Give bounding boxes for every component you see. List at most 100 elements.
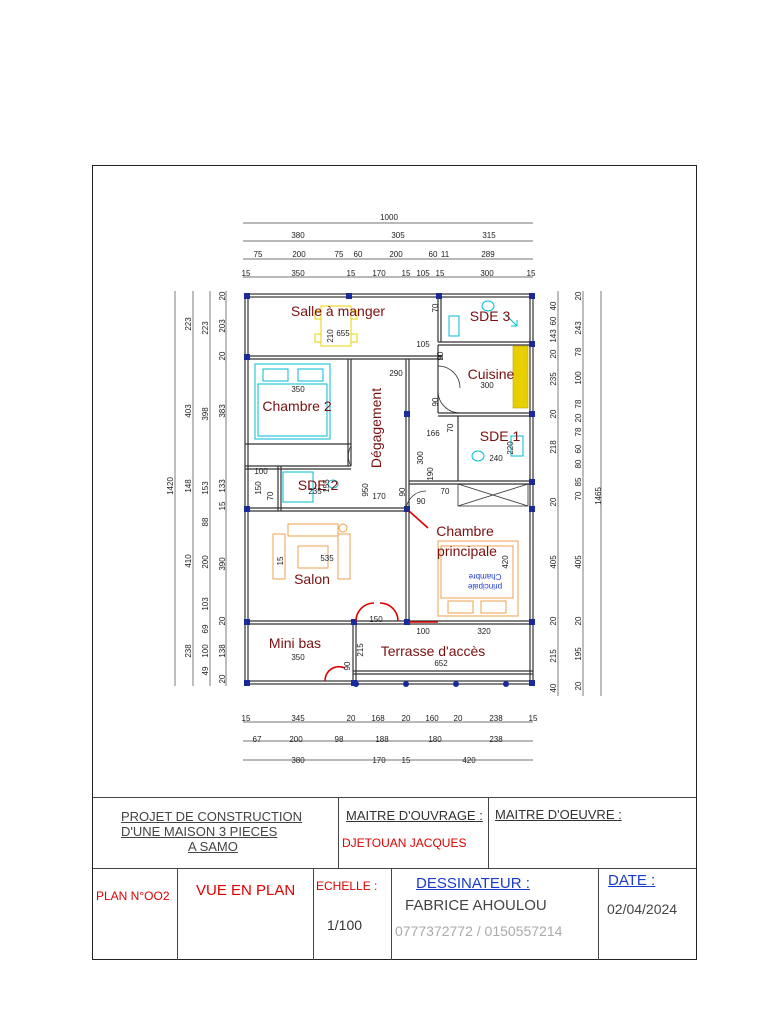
inner-dim: 652 bbox=[434, 659, 448, 668]
dessinateur-label: DESSINATEUR : bbox=[416, 875, 530, 892]
dim-right: 143 bbox=[549, 329, 558, 343]
dim-bottom: 67 bbox=[253, 735, 262, 744]
dim-bottom: 15 bbox=[242, 714, 251, 723]
inner-dim: 166 bbox=[426, 429, 440, 438]
dim-right: 218 bbox=[549, 440, 558, 454]
structural-posts bbox=[244, 293, 535, 687]
inner-dimensions: 655 210 350 290 105 300 90 90 70 166 70 … bbox=[254, 303, 515, 670]
dim-right: 20 bbox=[549, 497, 558, 506]
dim-top: 380 bbox=[291, 231, 305, 240]
red-doors bbox=[324, 510, 438, 682]
inner-dim: 220 bbox=[506, 441, 515, 455]
tb-div-5 bbox=[391, 868, 392, 960]
inner-dim: 70 bbox=[431, 303, 440, 312]
dessinateur-phone: 0777372772 / 0150557214 bbox=[395, 923, 563, 939]
inner-dim: 15 bbox=[276, 556, 285, 565]
salon-furniture bbox=[272, 523, 351, 580]
inner-dim: 100 bbox=[254, 467, 268, 476]
inner-dim: 70 bbox=[441, 487, 450, 496]
dim-left: 203 bbox=[218, 319, 227, 333]
dim-bottom: 15 bbox=[402, 756, 411, 765]
inner-dim: 150 bbox=[254, 481, 263, 495]
dim-left: 138 bbox=[218, 644, 227, 658]
dim-right: 20 bbox=[549, 349, 558, 358]
bed-label-line1: Chambre bbox=[468, 572, 501, 581]
dim-left: 20 bbox=[218, 616, 227, 625]
inner-dim: 100 bbox=[416, 627, 430, 636]
inner-dim: 950 bbox=[361, 483, 370, 497]
dim-right: 195 bbox=[574, 647, 583, 661]
bed-chambre-2 bbox=[254, 363, 331, 440]
inner-dim: 215 bbox=[356, 643, 365, 657]
dim-top: 170 bbox=[372, 269, 386, 278]
dim-left: 390 bbox=[218, 557, 227, 571]
maitre-oeuvre-label: MAITRE D'OEUVRE : bbox=[495, 807, 622, 822]
dim-left: 238 bbox=[184, 644, 193, 658]
dim-left: 20 bbox=[218, 351, 227, 360]
toilet-sde3 bbox=[448, 300, 518, 337]
room-cuisine: Cuisine bbox=[468, 366, 515, 382]
dim-top: 15 bbox=[436, 269, 445, 278]
date-value: 02/04/2024 bbox=[607, 901, 678, 917]
dim-left: 398 bbox=[201, 407, 210, 421]
kitchen-counter bbox=[512, 345, 529, 409]
echelle-value: 1/100 bbox=[327, 917, 363, 933]
dim-bottom: 20 bbox=[347, 714, 356, 723]
dim-right: 100 bbox=[574, 371, 583, 385]
room-sde2: SDE 2 bbox=[298, 477, 339, 493]
dim-right: 235 bbox=[549, 372, 558, 386]
project-line2: D'UNE MAISON 3 PIECES bbox=[121, 824, 278, 839]
floor-plan: 1000 380 305 315 75 200 75 60 200 60 11 … bbox=[166, 213, 603, 765]
dim-right: 20 bbox=[549, 409, 558, 418]
inner-dim: 190 bbox=[426, 467, 435, 481]
maitre-ouvrage-label: MAITRE D'OUVRAGE : bbox=[346, 808, 483, 823]
dim-bottom: 170 bbox=[372, 756, 386, 765]
dim-bottom: 188 bbox=[375, 735, 389, 744]
bed-chambre-principale bbox=[437, 540, 519, 617]
doors bbox=[347, 365, 461, 512]
room-terrasse: Terrasse d'accès bbox=[381, 643, 486, 659]
inner-dim: 90 bbox=[417, 497, 426, 506]
dim-bottom: 380 bbox=[291, 756, 305, 765]
dim-left: 223 bbox=[184, 317, 193, 331]
tb-div-6 bbox=[598, 868, 599, 960]
dining-table bbox=[314, 305, 358, 347]
dim-right: 80 bbox=[574, 459, 583, 468]
dim-right: 78 bbox=[574, 427, 583, 436]
bed-label-line2: principale bbox=[467, 582, 502, 591]
dim-bottom: 238 bbox=[489, 714, 503, 723]
dim-left: 15 bbox=[218, 501, 227, 510]
dim-top: 60 bbox=[354, 250, 363, 259]
inner-dim: 350 bbox=[291, 385, 305, 394]
tb-top-line bbox=[93, 797, 696, 798]
dim-top: 15 bbox=[402, 269, 411, 278]
dim-right: 20 bbox=[574, 616, 583, 625]
dim-right: 20 bbox=[549, 616, 558, 625]
dim-left: 100 bbox=[201, 644, 210, 658]
dim-left: 383 bbox=[218, 404, 227, 418]
dim-top: 75 bbox=[335, 250, 344, 259]
inner-dim: 350 bbox=[291, 653, 305, 662]
room-salon: Salon bbox=[294, 571, 330, 587]
echelle-label: ECHELLE : bbox=[316, 879, 378, 893]
dim-right: 243 bbox=[574, 321, 583, 335]
room-mini-bas: Mini bas bbox=[269, 635, 321, 651]
dim-right: 70 bbox=[574, 491, 583, 500]
dim-top: 200 bbox=[292, 250, 306, 259]
dim-bottom: 180 bbox=[428, 735, 442, 744]
maitre-ouvrage-value: DJETOUAN JACQUES bbox=[342, 836, 467, 850]
dim-top-total: 1000 bbox=[380, 213, 398, 222]
room-chambre-principale-line2: principale bbox=[437, 543, 497, 559]
dim-right: 20 bbox=[574, 291, 583, 300]
inner-dim: 155 bbox=[322, 479, 331, 493]
room-degagement: Dégagement bbox=[368, 388, 384, 468]
dim-top: 15 bbox=[242, 269, 251, 278]
dim-right: 40 bbox=[549, 683, 558, 692]
dim-bottom: 238 bbox=[489, 735, 503, 744]
dim-bottom: 200 bbox=[289, 735, 303, 744]
dim-top: 300 bbox=[480, 269, 494, 278]
inner-dim: 320 bbox=[477, 627, 491, 636]
dim-top: 350 bbox=[291, 269, 305, 278]
inner-dim: 420 bbox=[501, 555, 510, 569]
dim-left: 153 bbox=[201, 481, 210, 495]
